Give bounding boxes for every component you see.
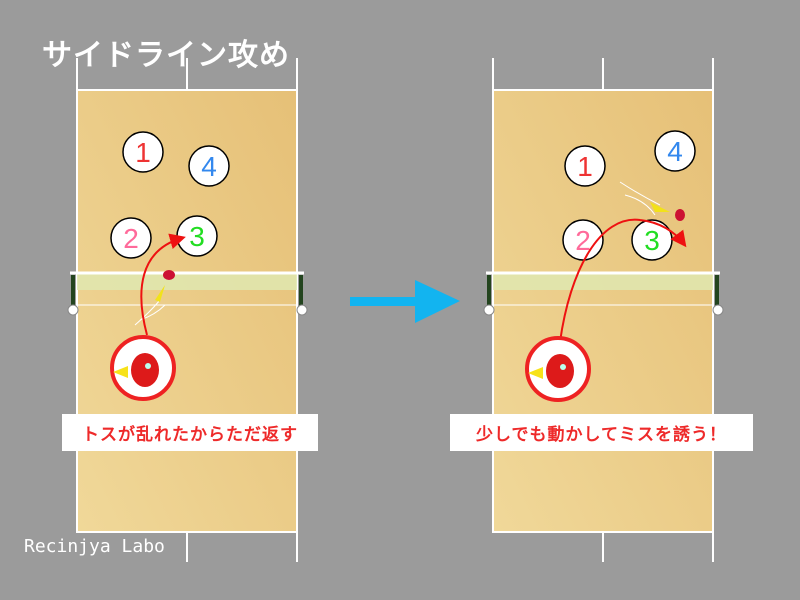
right-players: 1 4 2 3 bbox=[562, 130, 696, 261]
right-caption: 少しでも動かしてミスを誘う！ bbox=[450, 414, 753, 451]
svg-text:1: 1 bbox=[577, 151, 593, 182]
svg-text:3: 3 bbox=[189, 221, 205, 252]
svg-text:4: 4 bbox=[201, 151, 217, 182]
trajectory-arrow bbox=[559, 218, 687, 343]
player-2: 2 bbox=[562, 219, 604, 261]
svg-text:1: 1 bbox=[135, 137, 151, 168]
trajectory-arrow bbox=[140, 233, 186, 336]
player-avatar-icon bbox=[110, 335, 176, 401]
page-title: サイドライン攻め bbox=[42, 38, 290, 73]
left-players: 1 4 2 3 bbox=[110, 131, 230, 259]
svg-text:4: 4 bbox=[667, 136, 683, 167]
net bbox=[493, 274, 713, 290]
player-4: 4 bbox=[654, 130, 696, 172]
transition-arrow-icon bbox=[350, 280, 460, 323]
net bbox=[77, 274, 297, 290]
left-caption: トスが乱れたからただ返す bbox=[62, 414, 318, 451]
svg-text:2: 2 bbox=[575, 225, 591, 256]
player-2: 2 bbox=[110, 217, 152, 259]
player-avatar-icon bbox=[525, 336, 591, 402]
right-court bbox=[483, 58, 724, 562]
player-1: 1 bbox=[122, 131, 164, 173]
player-4: 4 bbox=[188, 145, 230, 187]
player-3: 3 bbox=[631, 219, 673, 261]
shuttlecock bbox=[619, 181, 685, 221]
left-court bbox=[67, 58, 308, 562]
player-1: 1 bbox=[564, 145, 606, 187]
player-3: 3 bbox=[176, 215, 218, 257]
watermark: Recinjya Labo bbox=[24, 536, 165, 557]
svg-text:3: 3 bbox=[644, 225, 660, 256]
svg-text:2: 2 bbox=[123, 223, 139, 254]
